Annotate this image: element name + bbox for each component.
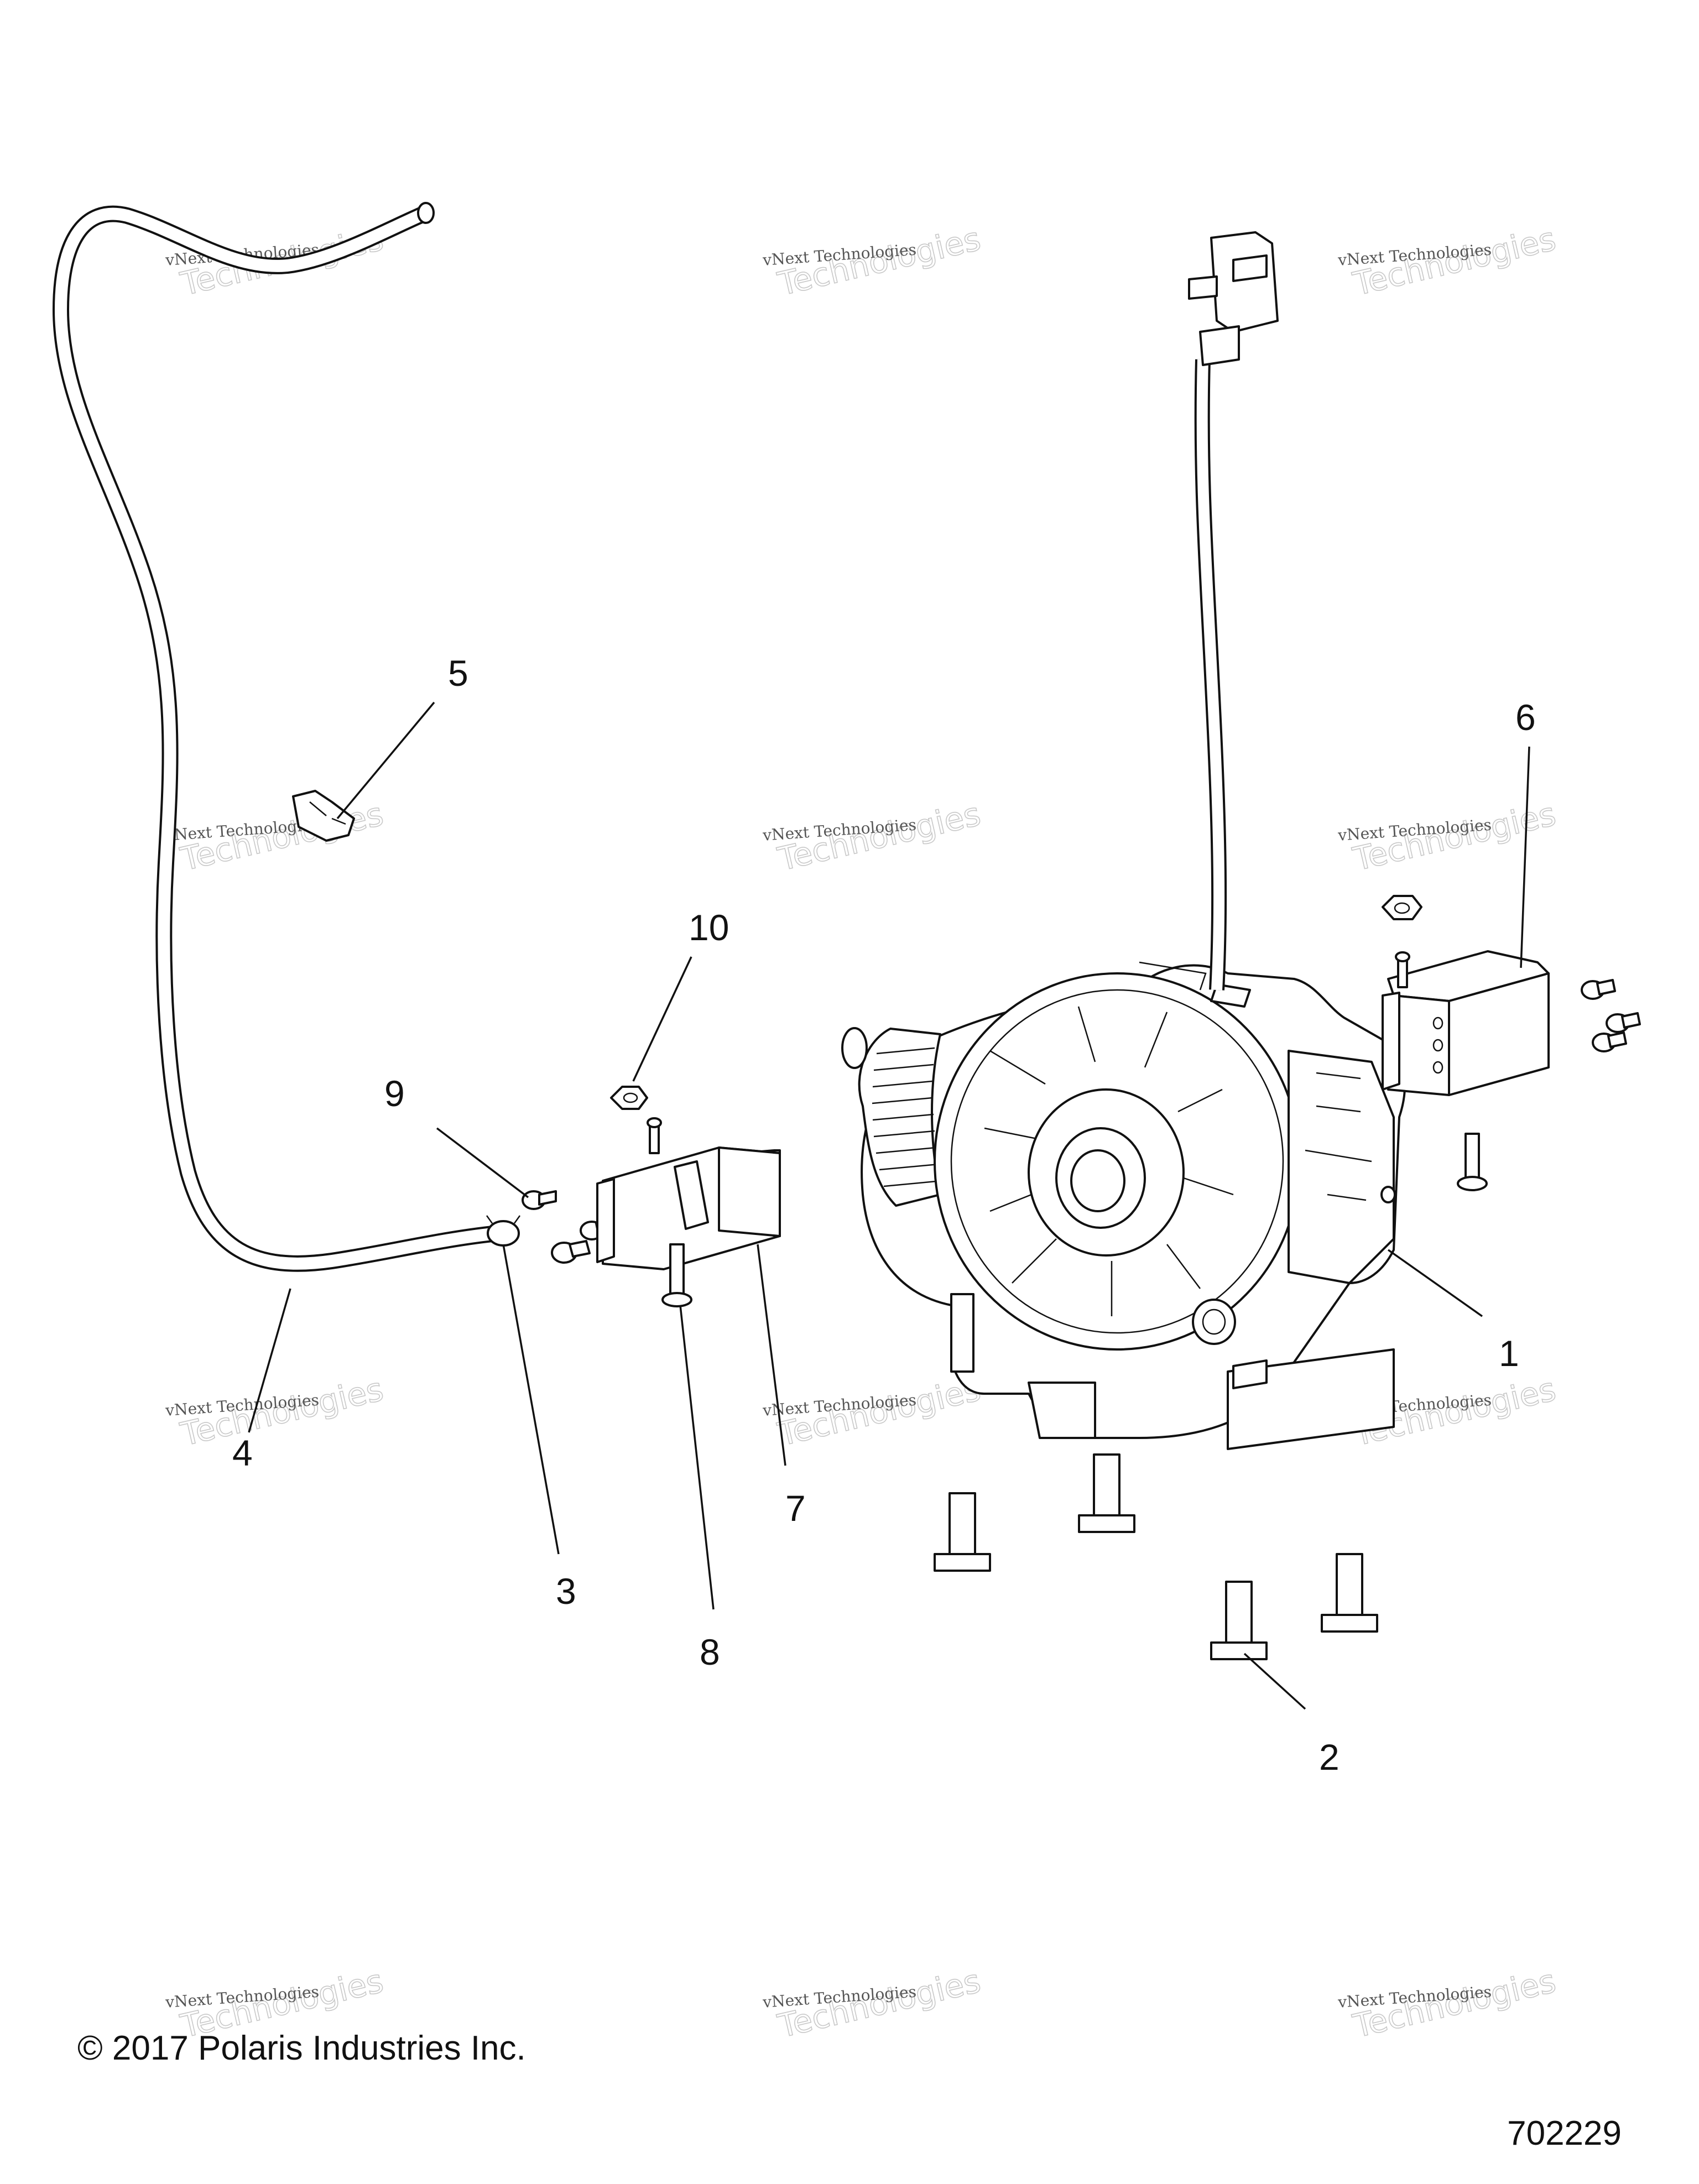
- watermark: Technologies vNext Technologies: [164, 795, 387, 879]
- clamp-screw-part: [522, 1190, 557, 1210]
- mounting-bolt-part: [1210, 1581, 1268, 1660]
- left-mount-bracket-part: [596, 1117, 781, 1270]
- callout-labels: 1 2 3 4 5 6 7 8 9 10: [232, 653, 1536, 1778]
- mounting-bolt-part: [1078, 1453, 1135, 1533]
- watermark: Technologies vNext Technologies: [762, 1370, 984, 1454]
- watermark: Technologies vNext Technologies: [164, 1370, 387, 1454]
- callout-9: 9: [384, 1073, 405, 1114]
- sensor-harness-part: [1188, 231, 1279, 991]
- callout-8: 8: [700, 1632, 720, 1672]
- watermark: Technologies vNext Technologies: [1337, 220, 1560, 304]
- copyright-notice: © 2017 Polaris Industries Inc.: [77, 2029, 526, 2067]
- gearcase-assembly-part: [841, 961, 1406, 1450]
- watermark: Technologies vNext Technologies: [762, 1962, 984, 2046]
- right-mount-bracket-part: [1382, 950, 1550, 1096]
- bracket-bolt-part: [661, 1243, 692, 1307]
- mounting-bolt-part: [1321, 1553, 1378, 1633]
- mounting-bolt-part: [934, 1492, 991, 1572]
- callout-3: 3: [556, 1571, 576, 1612]
- hose-fitting-part: [292, 790, 355, 842]
- drawing-number: 702229: [1507, 2114, 1622, 2152]
- right-cap-screws-part: [1581, 979, 1641, 1052]
- callout-6: 6: [1515, 697, 1536, 738]
- callout-7: 7: [785, 1488, 806, 1529]
- right-bracket-nut-part: [1382, 895, 1422, 920]
- watermark: Technologies vNext Technologies: [1337, 1962, 1560, 2046]
- watermark: Technologies vNext Technologies: [762, 220, 984, 304]
- flange-nut-part: [610, 1086, 648, 1110]
- callout-10: 10: [689, 907, 729, 948]
- callout-1: 1: [1499, 1333, 1519, 1374]
- right-bracket-bolt-part: [1457, 1133, 1488, 1191]
- watermark: Technologies vNext Technologies: [762, 795, 984, 879]
- callout-2: 2: [1319, 1737, 1340, 1778]
- callout-leaders: [248, 701, 1530, 1710]
- hose-clamp-part: [486, 1215, 521, 1247]
- callout-5: 5: [448, 653, 468, 694]
- callout-4: 4: [232, 1432, 253, 1473]
- vent-hose-part: [53, 202, 506, 1272]
